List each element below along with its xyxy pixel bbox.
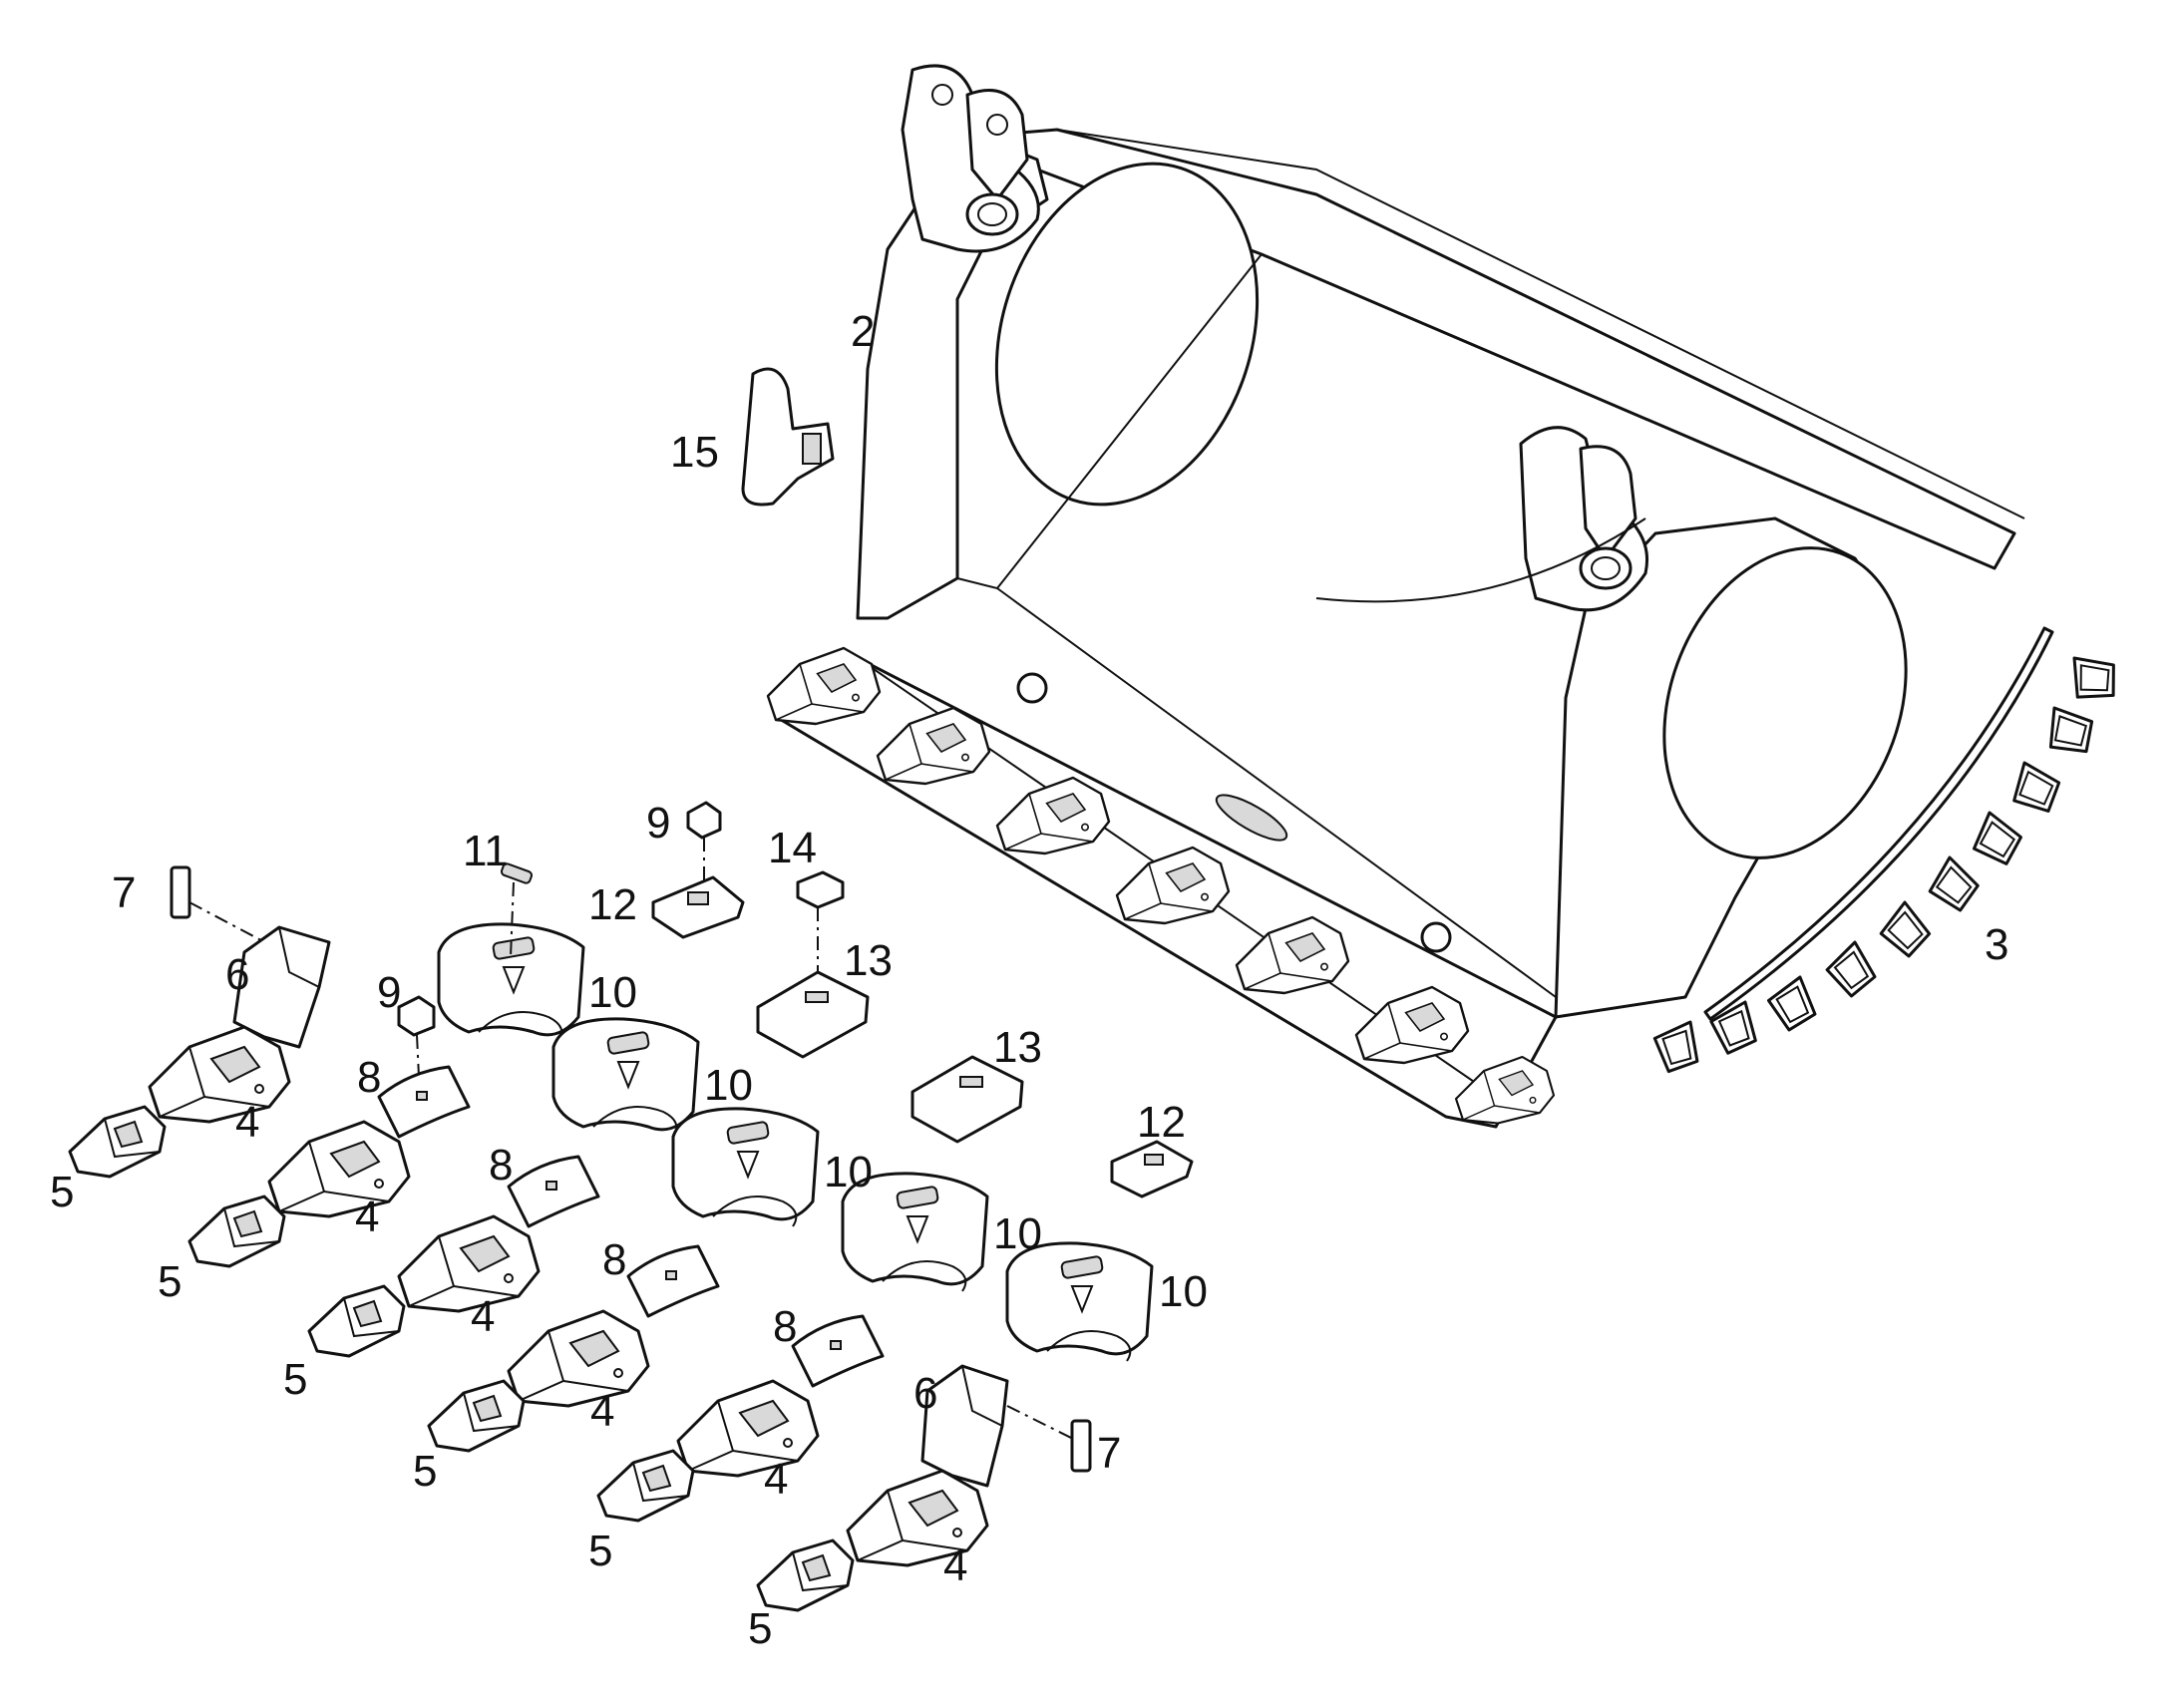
callout-13-top: 13 [844, 936, 893, 985]
block-part-9-left [397, 995, 436, 1078]
tip-5d [427, 1379, 526, 1453]
callout-10e: 10 [1159, 1267, 1208, 1316]
adapter-4a [148, 1025, 291, 1124]
segment-strip-part-3 [1651, 626, 2120, 1075]
callout-10b: 10 [704, 1061, 753, 1110]
pin-part-7-right [1006, 1405, 1092, 1473]
adapter-4b [267, 1120, 411, 1218]
callout-11: 11 [463, 827, 509, 875]
callout-14: 14 [768, 824, 817, 872]
adapter-4d [507, 1309, 650, 1408]
callout-7-left: 7 [112, 868, 136, 917]
callout-5c: 5 [283, 1355, 307, 1404]
tip-5c [307, 1284, 406, 1358]
adapter-4c [397, 1214, 541, 1313]
tip-5b [187, 1195, 286, 1268]
shroud-10e [1005, 1241, 1154, 1363]
lip-plate-8a [377, 1065, 471, 1139]
tip-5a [68, 1105, 167, 1179]
callout-4e: 4 [764, 1455, 788, 1504]
callout-8d: 8 [773, 1302, 797, 1351]
corner-adapter-part-6-left [232, 925, 331, 1049]
callout-12-top: 12 [588, 880, 637, 929]
tip-5f [756, 1538, 855, 1612]
adapter-4e [676, 1379, 820, 1478]
callout-5b: 5 [158, 1257, 182, 1306]
wear-pad-part-13-bottom [910, 1055, 1024, 1144]
callout-9-left: 9 [377, 968, 401, 1017]
callout-12-bottom: 12 [1137, 1098, 1186, 1147]
shroud-10b [551, 1017, 700, 1139]
callout-8b: 8 [489, 1141, 513, 1190]
pin-part-11 [500, 862, 534, 958]
callout-6-right: 6 [913, 1369, 937, 1418]
lip-plate-8d [791, 1314, 885, 1388]
callout-4a: 4 [235, 1098, 259, 1147]
callout-4f: 4 [943, 1541, 967, 1590]
block-part-14 [796, 870, 845, 987]
callout-3: 3 [1985, 920, 2008, 969]
callout-10d: 10 [993, 1209, 1042, 1258]
callout-4c: 4 [471, 1292, 495, 1341]
wear-pad-part-13-top [756, 970, 870, 1059]
callout-5f: 5 [748, 1604, 772, 1653]
callout-8c: 8 [602, 1235, 626, 1284]
callout-5a: 5 [50, 1168, 74, 1216]
block-part-9-top [686, 801, 722, 882]
callout-10a: 10 [588, 968, 637, 1017]
callout-2: 2 [851, 307, 875, 356]
callout-4d: 4 [590, 1387, 614, 1436]
callout-6-left: 6 [225, 950, 249, 999]
side-guard-part-15 [741, 367, 835, 507]
callout-13-bottom: 13 [993, 1023, 1042, 1072]
lip-plate-8c [626, 1244, 720, 1318]
callout-8a: 8 [357, 1053, 381, 1102]
pin-part-7-left [170, 865, 275, 948]
tip-5e [596, 1449, 695, 1523]
callout-15: 15 [670, 428, 719, 477]
callout-5e: 5 [588, 1527, 612, 1575]
callout-9-top: 9 [646, 799, 670, 848]
shroud-10c [671, 1107, 820, 1228]
callout-5d: 5 [413, 1447, 437, 1496]
wear-pad-part-12-bottom [1110, 1140, 1194, 1198]
bucket-body [766, 64, 2025, 1129]
lip-plate-8b [507, 1155, 600, 1228]
corner-adapter-part-6-right [920, 1364, 1009, 1488]
callout-7-right: 7 [1097, 1429, 1121, 1478]
callout-4b: 4 [355, 1193, 379, 1241]
callout-labels: 2 3 15 7 6 4 5 4 5 4 5 4 5 4 5 4 5 6 7 9… [50, 307, 2008, 1653]
callout-10c: 10 [824, 1148, 873, 1196]
wear-pad-part-12-top [651, 875, 745, 939]
